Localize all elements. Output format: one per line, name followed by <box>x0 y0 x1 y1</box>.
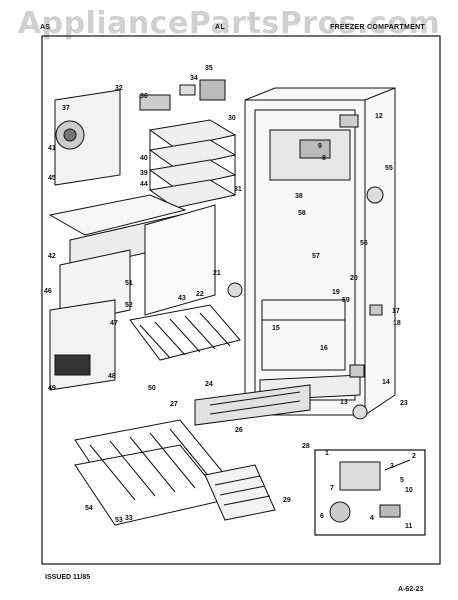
callout-10: 10 <box>405 487 413 494</box>
callout-46: 46 <box>44 288 52 295</box>
callout-13: 13 <box>340 399 348 406</box>
callout-28: 28 <box>302 443 310 450</box>
callout-21: 21 <box>213 270 221 277</box>
callout-6: 6 <box>320 513 324 520</box>
callout-57: 57 <box>312 253 320 260</box>
callout-14: 14 <box>382 379 390 386</box>
callout-3: 3 <box>390 463 394 470</box>
diagram-frame <box>41 35 441 565</box>
grille <box>194 374 361 426</box>
control-knob <box>339 114 359 128</box>
page-code: A-62-23 <box>398 586 424 593</box>
callout-36: 36 <box>140 93 148 100</box>
callout-42: 42 <box>48 253 56 260</box>
header-right: FREEZER COMPARTMENT <box>330 24 426 31</box>
callout-41: 41 <box>48 145 56 152</box>
callout-16: 16 <box>320 345 328 352</box>
cabinet <box>244 87 396 416</box>
callout-39: 39 <box>140 170 148 177</box>
callout-32: 32 <box>115 85 123 92</box>
callout-20: 20 <box>350 275 358 282</box>
callout-37: 37 <box>62 105 70 112</box>
sensor <box>227 282 243 298</box>
callout-15: 15 <box>272 325 280 332</box>
callout-56: 56 <box>360 240 368 247</box>
inset-detail <box>314 449 426 536</box>
light-socket <box>366 186 384 204</box>
leveling-leg <box>352 404 368 420</box>
callout-59: 59 <box>342 297 350 304</box>
callout-58: 58 <box>298 210 306 217</box>
callout-40: 40 <box>140 155 148 162</box>
callout-49: 49 <box>48 385 56 392</box>
callout-7: 7 <box>330 485 334 492</box>
callout-31: 31 <box>234 186 242 193</box>
callout-47: 47 <box>110 320 118 327</box>
callout-24: 24 <box>205 381 213 388</box>
callout-34: 34 <box>190 75 198 82</box>
callout-17: 17 <box>392 308 400 315</box>
tray-assembly <box>48 194 216 391</box>
callout-50: 50 <box>148 385 156 392</box>
issued-date: ISSUED 11/85 <box>45 574 91 581</box>
callout-38: 38 <box>295 193 303 200</box>
callout-27: 27 <box>170 401 178 408</box>
hinge <box>369 304 383 316</box>
callout-23: 23 <box>400 400 408 407</box>
callout-43: 43 <box>178 295 186 302</box>
evaporator <box>148 119 237 209</box>
header-center: AL <box>215 24 225 31</box>
callout-5: 5 <box>400 477 404 484</box>
callout-30: 30 <box>228 115 236 122</box>
callout-11: 11 <box>405 523 413 530</box>
callout-12: 12 <box>375 113 383 120</box>
callout-22: 22 <box>196 291 204 298</box>
callout-1: 1 <box>325 450 329 457</box>
callout-54: 54 <box>85 505 93 512</box>
wire-shelves <box>74 304 241 526</box>
callout-29: 29 <box>283 497 291 504</box>
callout-53: 53 <box>115 517 123 524</box>
callout-18: 18 <box>393 320 401 327</box>
callout-55: 55 <box>385 165 393 172</box>
callout-33: 33 <box>125 515 133 522</box>
callout-19: 19 <box>332 289 340 296</box>
callout-2: 2 <box>412 453 416 460</box>
callout-8: 8 <box>322 155 326 162</box>
ice-tray <box>204 464 276 521</box>
callout-9: 9 <box>318 143 322 150</box>
header-left: AS <box>40 24 51 31</box>
callout-45: 45 <box>48 175 56 182</box>
callout-35: 35 <box>205 65 213 72</box>
callout-26: 26 <box>235 427 243 434</box>
fan-assembly <box>54 79 226 186</box>
bracket <box>349 364 365 378</box>
callout-4: 4 <box>370 515 374 522</box>
callout-52: 52 <box>125 302 133 309</box>
callout-51: 51 <box>125 280 133 287</box>
callout-48: 48 <box>108 373 116 380</box>
callout-44: 44 <box>140 181 148 188</box>
